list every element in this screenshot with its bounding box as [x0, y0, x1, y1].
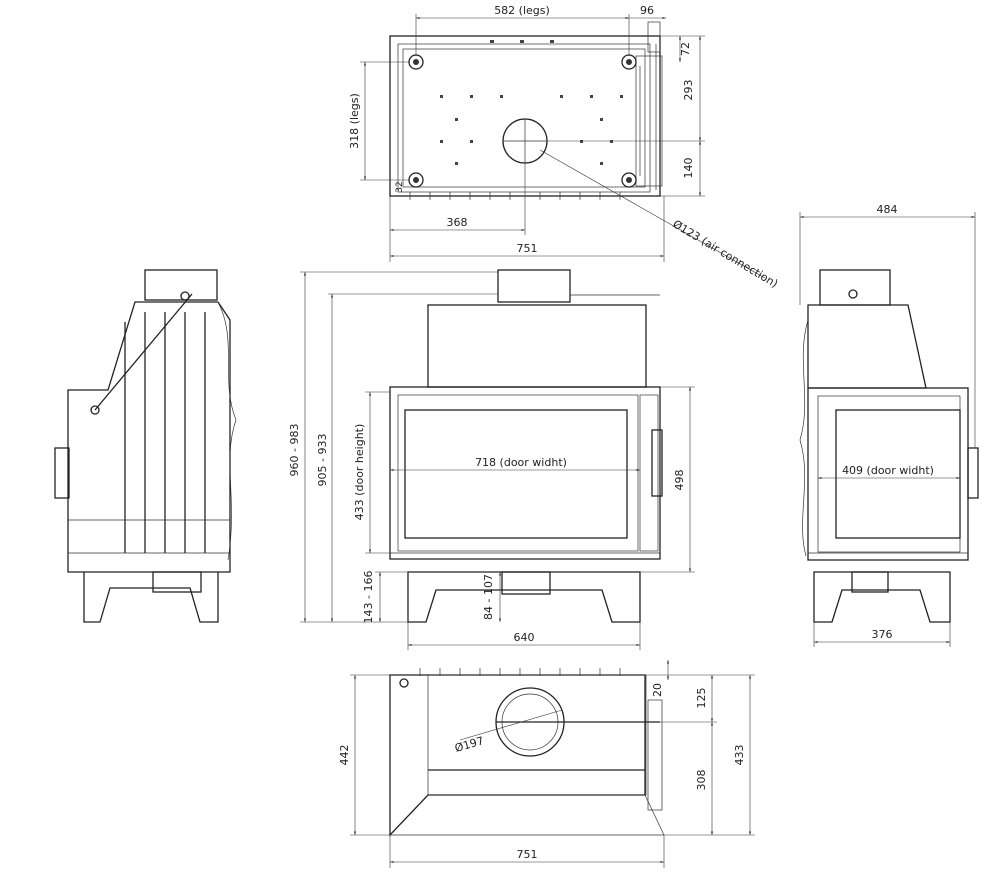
top-center-offset-label: 368: [447, 216, 468, 229]
left-side-view: [54, 269, 237, 623]
front-side-height-label: 498: [673, 470, 686, 491]
bottom-lower-offset-label: 308: [695, 770, 708, 791]
front-body-height-label: 905 - 933: [316, 434, 329, 487]
leg-circle: [621, 54, 637, 70]
leg-circle: [621, 172, 637, 188]
side-overall-depth-label: 484: [877, 203, 898, 216]
top-inset-mid-label: 293: [682, 80, 695, 101]
bottom-depth-label: 442: [338, 745, 351, 766]
front-base-gap-label: 84 - 107: [482, 574, 495, 620]
top-leg-offset-label: 32: [395, 181, 405, 192]
front-total-height-label: 960 - 983: [288, 424, 301, 477]
top-depth-legs-label: 318 (legs): [348, 93, 361, 149]
leg-circle: [408, 172, 424, 188]
top-inset-top-label: 72: [679, 42, 692, 56]
front-view: 960 - 983 905 - 933 433 (door height) 71…: [288, 269, 695, 650]
top-inset-bottom-label: 140: [682, 158, 695, 179]
front-glass: [404, 409, 628, 539]
top-view: 582 (legs) 96 318 (legs) 32 72 293 140 3…: [348, 4, 780, 290]
side-door-width-label: 409 (door widht): [842, 464, 934, 477]
top-offset-right-label: 96: [640, 4, 654, 17]
bottom-edge-offset-label: 20: [651, 683, 664, 697]
bottom-view: 442 20 125 308 433 Ø197 751: [338, 660, 755, 868]
front-base-width-label: 640: [514, 631, 535, 644]
air-connection-label: Ø123 (air connection): [670, 217, 780, 290]
side-glass: [835, 409, 961, 539]
bottom-flue-offset-label: 125: [695, 688, 708, 709]
front-door-width-label: 718 (door widht): [475, 456, 567, 469]
top-width-legs-label: 582 (legs): [494, 4, 550, 17]
bottom-side-depth-label: 433: [733, 745, 746, 766]
bottom-flue-diameter-label: Ø197: [453, 734, 485, 755]
leg-circle: [408, 54, 424, 70]
front-leg-height-label: 143 - 166: [362, 571, 375, 624]
side-base-depth-label: 376: [872, 628, 893, 641]
bottom-overall-width-label: 751: [517, 848, 538, 861]
top-overall-width-label: 751: [517, 242, 538, 255]
front-door-height-label: 433 (door height): [353, 424, 366, 521]
right-side-view: 484 409 (door widht) 376: [799, 203, 979, 647]
